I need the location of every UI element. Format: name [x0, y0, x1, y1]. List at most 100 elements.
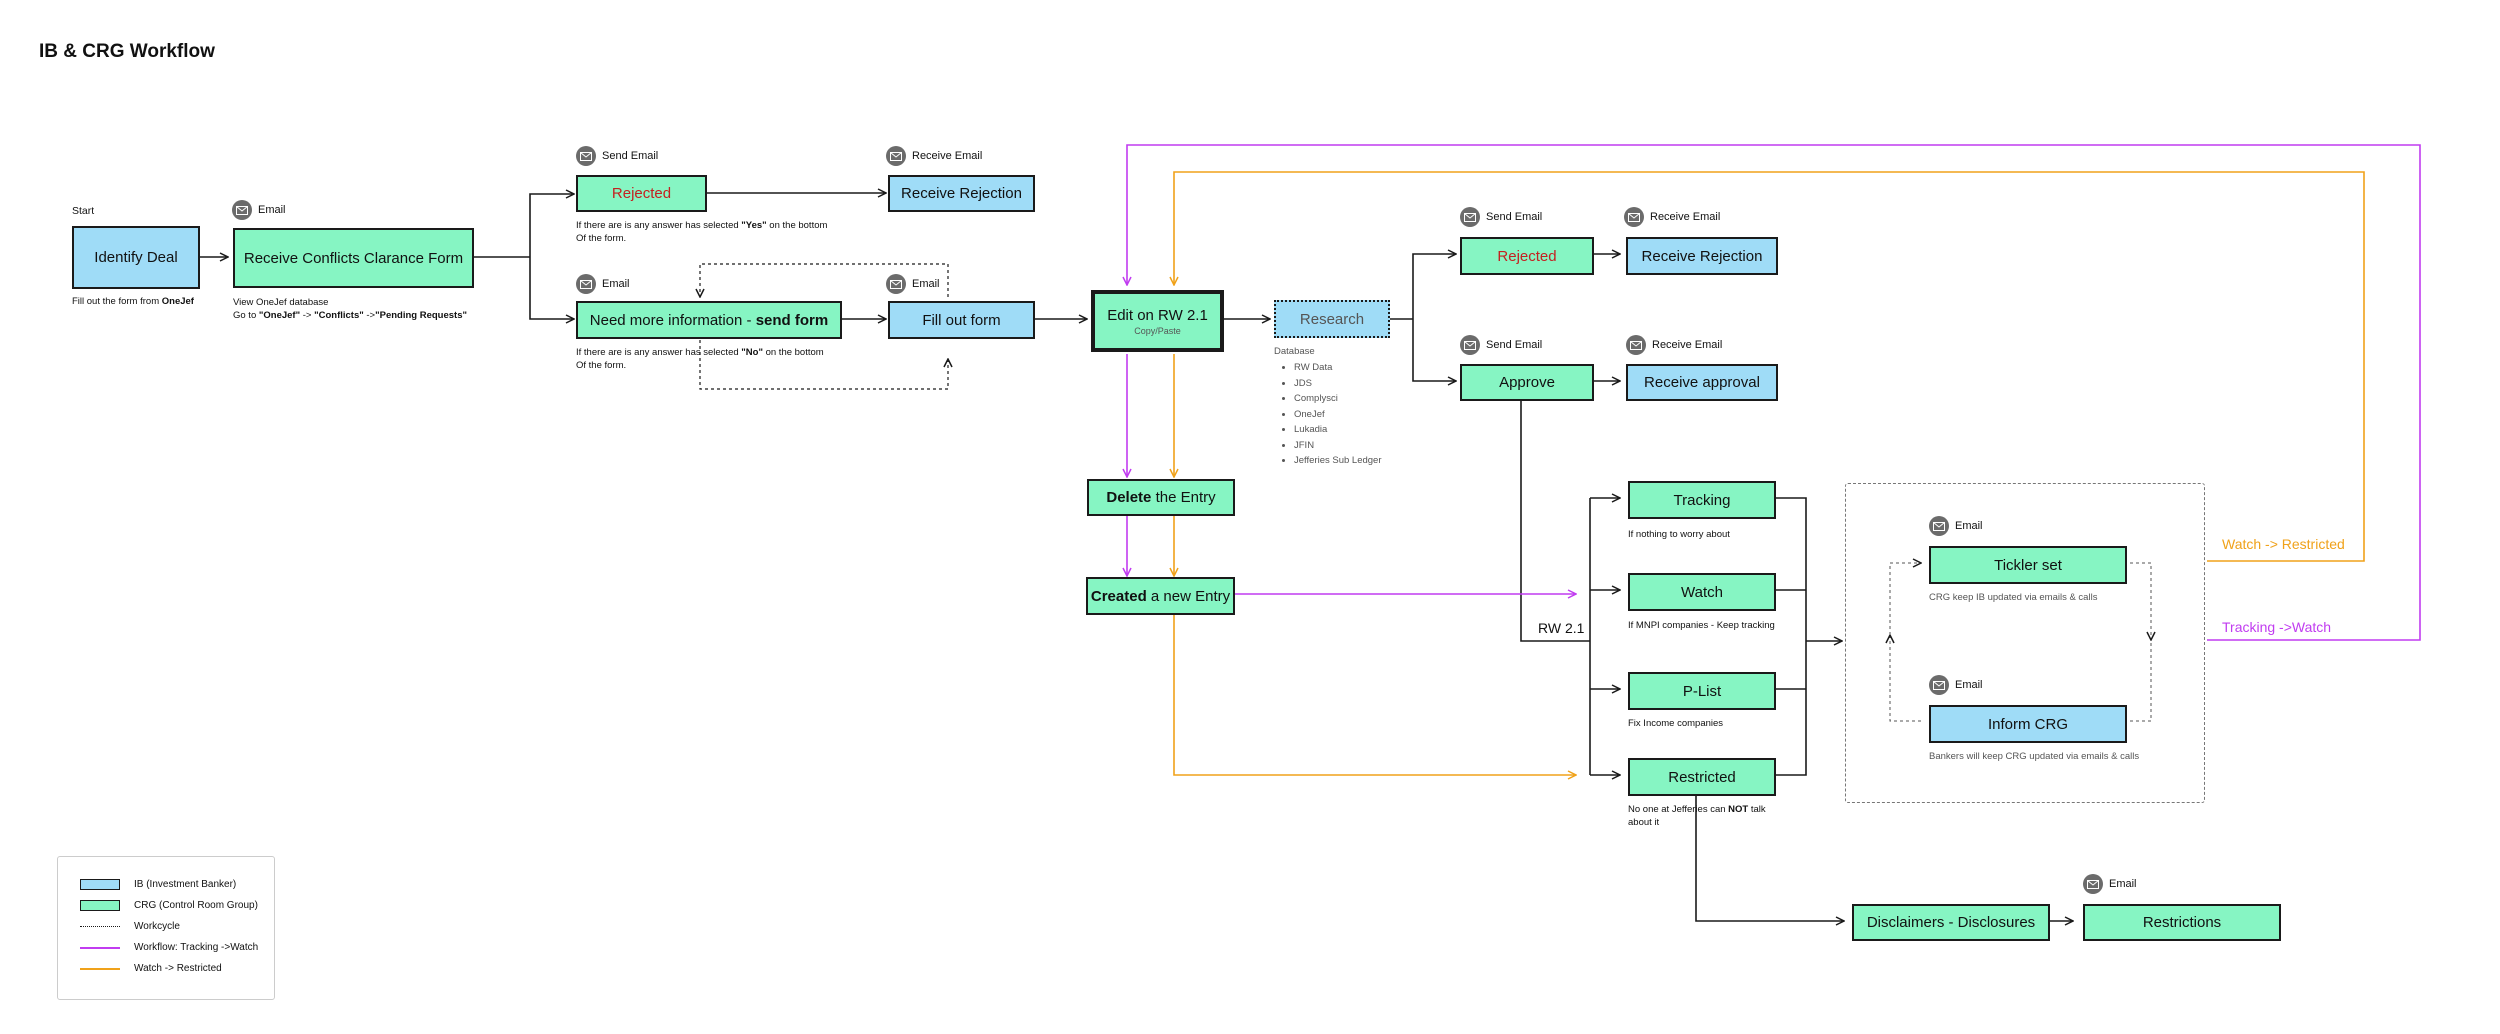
email-tag-inform: Email: [1929, 675, 1983, 695]
created-rest: a new Entry: [1146, 587, 1231, 605]
delete-entry-label: Delete the Entry: [1106, 489, 1215, 506]
note-text: talk: [1748, 804, 1766, 815]
send-email-tag-top: Send Email: [576, 146, 658, 166]
email-tag-label: Email: [2109, 878, 2137, 890]
created-entry-node[interactable]: Created a new Entry: [1086, 577, 1235, 615]
note-text: about it: [1628, 817, 1660, 828]
orange-loop: [1174, 171, 2365, 562]
edge-right-bus: [1770, 497, 1807, 776]
note-bold: "OneJef": [258, 310, 301, 321]
rejected-right-node[interactable]: Rejected: [1460, 237, 1594, 275]
fill-onejef-note: Fill out the form from OneJef: [72, 295, 194, 308]
need-info-text: Need more information -: [589, 311, 756, 329]
rw-label: RW 2.1: [1538, 620, 1585, 636]
tickler-label: Tickler set: [1994, 556, 2062, 574]
workcycle-tickler-left: [1889, 563, 1921, 635]
approve-label: Approve: [1499, 374, 1555, 391]
legend-ib-label: IB (Investment Banker): [134, 879, 237, 890]
edge-to-approve: [1412, 319, 1456, 381]
edit-rw-label: Edit on RW 2.1: [1107, 306, 1208, 324]
yes-note: If there are is any answer has selected …: [576, 219, 827, 245]
rejected-top-node[interactable]: Rejected: [576, 175, 707, 212]
receive-rejection-right-node[interactable]: Receive Rejection: [1626, 237, 1778, 275]
envelope-icon: [1460, 207, 1480, 227]
research-label: Research: [1299, 310, 1365, 328]
edit-rw-sublabel: Copy/Paste: [1134, 325, 1181, 336]
disclaimers-node[interactable]: Disclaimers - Disclosures: [1852, 904, 2050, 941]
fill-form-label: Fill out form: [922, 311, 1001, 329]
receive-rejection-top-node[interactable]: Receive Rejection: [888, 175, 1035, 212]
legend: IB (Investment Banker) CRG (Control Room…: [57, 856, 275, 1000]
research-node[interactable]: Research: [1274, 300, 1390, 338]
inform-crg-label: Inform CRG: [1987, 715, 2068, 733]
note-text: Of the form.: [576, 360, 627, 371]
tracking-watch-label: Tracking ->Watch: [2222, 619, 2332, 635]
note-bold: "No": [741, 347, 763, 358]
tracking-note: If nothing to worry about: [1628, 529, 1730, 540]
plist-node[interactable]: P-List: [1628, 672, 1776, 710]
inform-note: Bankers will keep CRG updated via emails…: [1929, 751, 2140, 762]
watch-restricted-label: Watch -> Restricted: [2222, 536, 2345, 552]
legend-crg: CRG (Control Room Group): [80, 900, 258, 911]
edge-to-rejected-right: [1412, 254, 1456, 319]
note-text: Of the form.: [576, 233, 627, 244]
disclaimers-label: Disclaimers - Disclosures: [1866, 914, 2036, 931]
note-text: If there are is any answer has selected: [576, 220, 742, 231]
database-item: Lukadia: [1294, 422, 1382, 438]
send-email-tag-approve: Send Email: [1460, 335, 1542, 355]
tracking-node[interactable]: Tracking: [1628, 481, 1776, 519]
note-text: Fill out the form from: [72, 296, 162, 307]
identify-deal-label: Identify Deal: [94, 249, 178, 266]
legend-crg-swatch: [80, 900, 120, 911]
receive-email-tag-right: Receive Email: [1624, 207, 1720, 227]
envelope-icon: [576, 274, 596, 294]
approve-node[interactable]: Approve: [1460, 364, 1594, 401]
email-tag-restrictions: Email: [2083, 874, 2137, 894]
envelope-icon: [886, 146, 906, 166]
watch-label: Watch: [1681, 583, 1723, 601]
delete-entry-node[interactable]: Delete the Entry: [1087, 479, 1235, 516]
workcycle-inform-up: [1890, 635, 1921, 722]
restrictions-label: Restrictions: [2142, 914, 2222, 931]
send-email-label: Send Email: [1486, 211, 1543, 223]
receive-rejection-top-label: Receive Rejection: [901, 185, 1022, 202]
watch-note: If MNPI companies - Keep tracking: [1628, 620, 1775, 631]
need-info-node[interactable]: Need more information - send form: [576, 301, 842, 339]
identify-deal-node[interactable]: Identify Deal: [72, 226, 200, 289]
created-entry-label: Created a new Entry: [1091, 588, 1230, 605]
orange-created-to-restricted: [1173, 614, 1576, 775]
database-item: JDS: [1294, 376, 1382, 392]
plist-label: P-List: [1682, 682, 1722, 700]
database-label: Database: [1274, 346, 1315, 357]
database-list: RW DataJDSComplysciOneJefLukadiaJFINJeff…: [1280, 360, 1382, 469]
envelope-icon: [576, 146, 596, 166]
edge-split-to-rejected: [529, 194, 574, 257]
watch-node[interactable]: Watch: [1628, 573, 1776, 611]
email-tag-tickler: Email: [1929, 516, 1983, 536]
envelope-icon: [1929, 675, 1949, 695]
legend-ib-swatch: [80, 879, 120, 890]
edit-rw-node[interactable]: Edit on RW 2.1 Copy/Paste: [1091, 290, 1224, 352]
database-item: RW Data: [1294, 360, 1382, 376]
tickler-note: CRG keep IB updated via emails & calls: [1929, 592, 2098, 603]
note-text: Go to: [233, 310, 259, 321]
fill-form-node[interactable]: Fill out form: [888, 301, 1035, 339]
restricted-label: Restricted: [1668, 768, 1736, 786]
receive-approval-node[interactable]: Receive approval: [1626, 364, 1778, 401]
restricted-node[interactable]: Restricted: [1628, 758, 1776, 796]
envelope-icon: [2083, 874, 2103, 894]
restrictions-node[interactable]: Restrictions: [2083, 904, 2281, 941]
tickler-node[interactable]: Tickler set: [1929, 546, 2127, 584]
no-note: If there are is any answer has selected …: [576, 346, 824, 372]
delete-bold: Delete: [1106, 489, 1152, 506]
envelope-icon: [1626, 335, 1646, 355]
receive-form-node[interactable]: Receive Conflicts Clarance Form: [233, 228, 474, 288]
note-bold: OneJef: [161, 296, 194, 307]
send-email-label: Send Email: [1486, 339, 1543, 351]
receive-rejection-right-label: Receive Rejection: [1641, 247, 1763, 265]
workcycle-needinfo-bottom: [699, 340, 948, 390]
receive-approval-label: Receive approval: [1644, 374, 1760, 391]
legend-orange-label: Watch -> Restricted: [134, 963, 222, 974]
envelope-icon: [1460, 335, 1480, 355]
inform-crg-node[interactable]: Inform CRG: [1929, 705, 2127, 743]
